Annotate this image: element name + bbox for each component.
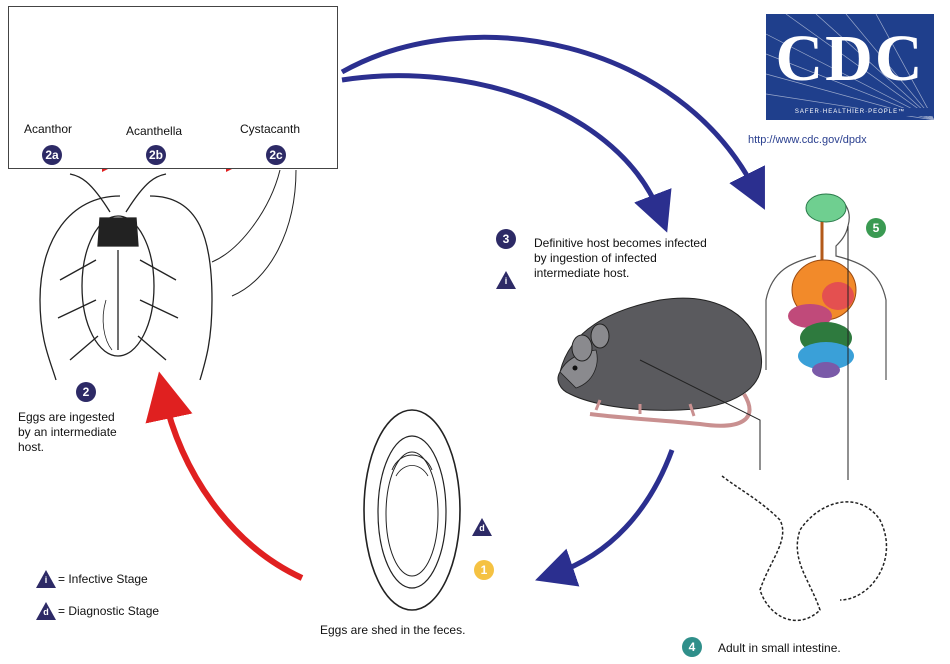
step3-text-line2: by ingestion of infected	[534, 251, 657, 266]
acanthor-label: Acanthor	[24, 122, 72, 137]
developmental-stages-box	[8, 6, 338, 169]
rat-illustration	[558, 298, 762, 470]
step2-text-line2: by an intermediate	[18, 425, 117, 440]
connector-line-2	[232, 170, 296, 296]
badge-5: 5	[866, 218, 886, 238]
legend-diagnostic-text: = Diagnostic Stage	[58, 604, 159, 619]
arrow-to-rat	[342, 76, 660, 214]
acanthella-label: Acanthella	[126, 124, 182, 139]
badge-4: 4	[682, 637, 702, 657]
infective-stage-icon: i	[496, 271, 516, 289]
connector-line-1	[212, 170, 280, 262]
cdc-logo: CDC SAFER·HEALTHIER·PEOPLE™	[766, 14, 934, 120]
badge-2a: 2a	[42, 145, 62, 165]
egg-illustration	[364, 410, 460, 610]
cdc-url[interactable]: http://www.cdc.gov/dpdx	[748, 134, 867, 146]
cdc-logo-text: CDC	[766, 22, 934, 96]
badge-2b: 2b	[146, 145, 166, 165]
legend-infective-icon: i	[36, 570, 56, 588]
diagnostic-stage-icon: d	[472, 518, 492, 536]
arrow-rat-to-egg	[554, 450, 672, 574]
beetle-illustration	[40, 174, 212, 380]
arrow-to-human	[342, 37, 756, 192]
badge-2: 2	[76, 382, 96, 402]
human-body-illustration	[766, 194, 886, 480]
step4-text: Adult in small intestine.	[718, 641, 841, 656]
step3-text-line1: Definitive host becomes infected	[534, 236, 707, 251]
legend-infective-text: = Infective Stage	[58, 572, 148, 587]
legend-diagnostic-icon: d	[36, 602, 56, 620]
step2-text-line1: Eggs are ingested	[18, 410, 115, 425]
step2-text-line3: host.	[18, 440, 44, 455]
cystacanth-label: Cystacanth	[240, 122, 300, 137]
badge-1: 1	[474, 560, 494, 580]
cdc-tagline: SAFER·HEALTHIER·PEOPLE™	[766, 108, 934, 116]
step3-text-line3: intermediate host.	[534, 266, 629, 281]
badge-3: 3	[496, 229, 516, 249]
arrow-egg-to-beetle	[164, 395, 302, 578]
adult-worm-illustration	[722, 476, 886, 620]
step1-text: Eggs are shed in the feces.	[320, 623, 465, 638]
badge-2c: 2c	[266, 145, 286, 165]
